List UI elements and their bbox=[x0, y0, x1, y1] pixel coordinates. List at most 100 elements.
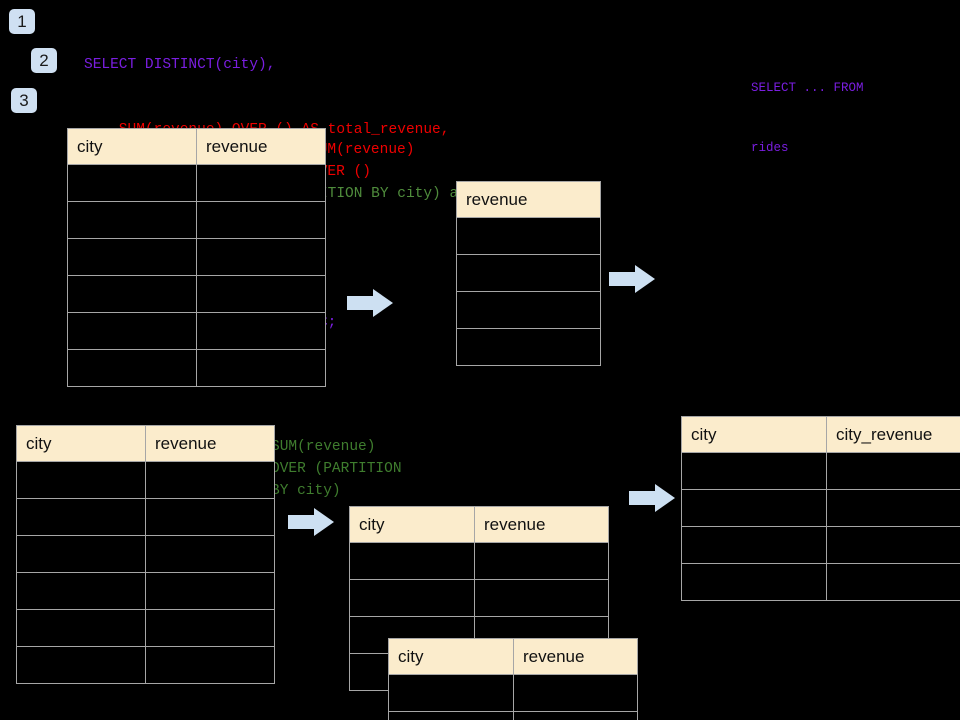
table-row bbox=[16, 646, 275, 684]
table-cell bbox=[196, 238, 326, 276]
table-total-revenue: revenue bbox=[456, 181, 601, 366]
arrow-head bbox=[635, 265, 655, 293]
table-cell bbox=[16, 572, 146, 610]
table-row bbox=[16, 572, 275, 610]
table-row bbox=[681, 452, 960, 490]
table-cell bbox=[196, 164, 326, 202]
table-cell bbox=[474, 579, 609, 617]
table-row bbox=[388, 674, 638, 712]
table-header-row: city city_revenue bbox=[681, 416, 960, 453]
table-header-row: city revenue bbox=[67, 128, 326, 165]
table-cell bbox=[16, 646, 146, 684]
table-row bbox=[67, 201, 326, 239]
table-row bbox=[388, 711, 638, 720]
table-cell bbox=[16, 498, 146, 536]
table-cell bbox=[145, 646, 275, 684]
column-header-city: city bbox=[67, 128, 197, 165]
column-header-revenue: revenue bbox=[196, 128, 326, 165]
table-cell bbox=[67, 312, 197, 350]
table-row bbox=[456, 291, 601, 329]
table-cell bbox=[196, 201, 326, 239]
arrow-right-icon bbox=[288, 508, 334, 536]
table-cell bbox=[145, 461, 275, 499]
table-cell bbox=[681, 452, 827, 490]
table-cell bbox=[196, 349, 326, 387]
table-cell bbox=[456, 254, 601, 292]
table-cell bbox=[388, 674, 514, 712]
table-cell bbox=[826, 526, 960, 564]
table-cell bbox=[474, 542, 609, 580]
table-cell bbox=[196, 312, 326, 350]
arrow-head bbox=[655, 484, 675, 512]
table-cell bbox=[67, 201, 197, 239]
table-cell bbox=[67, 238, 197, 276]
column-header-city: city bbox=[388, 638, 514, 675]
side-note-line-2: rides bbox=[751, 141, 789, 155]
column-header-city-revenue: city_revenue bbox=[826, 416, 960, 453]
side-note-line-1: SELECT ... FROM bbox=[751, 81, 864, 95]
table-row bbox=[16, 535, 275, 573]
table-source-top: city revenue bbox=[67, 128, 326, 387]
column-header-city: city bbox=[349, 506, 475, 543]
table-row bbox=[349, 542, 609, 580]
table-header-row: city revenue bbox=[388, 638, 638, 675]
table-header-row: revenue bbox=[456, 181, 601, 218]
column-header-revenue: revenue bbox=[145, 425, 275, 462]
table-source-bottom: city revenue bbox=[16, 425, 275, 684]
table-cell bbox=[681, 526, 827, 564]
table-partition-b: city revenue bbox=[388, 638, 638, 720]
arrow-shaft bbox=[629, 491, 657, 505]
column-header-revenue: revenue bbox=[456, 181, 601, 218]
table-row bbox=[67, 164, 326, 202]
table-row bbox=[16, 461, 275, 499]
table-cell bbox=[681, 489, 827, 527]
column-header-city: city bbox=[681, 416, 827, 453]
annotation-city-revenue: SUM(revenue) OVER (PARTITION BY city) bbox=[271, 439, 402, 499]
arrow-head bbox=[373, 289, 393, 317]
step-badge-3: 3 bbox=[11, 88, 37, 113]
table-row bbox=[67, 312, 326, 350]
table-header-row: city revenue bbox=[16, 425, 275, 462]
column-header-city: city bbox=[16, 425, 146, 462]
arrow-right-icon bbox=[629, 484, 675, 512]
table-row bbox=[16, 609, 275, 647]
table-row bbox=[67, 238, 326, 276]
table-row bbox=[349, 579, 609, 617]
side-note-block: SELECT ... FROM rides bbox=[751, 38, 864, 198]
table-row bbox=[456, 328, 601, 366]
table-row bbox=[16, 498, 275, 536]
table-cell bbox=[826, 452, 960, 490]
table-cell bbox=[16, 609, 146, 647]
sql-line-1: SELECT DISTINCT(city), bbox=[84, 57, 276, 73]
table-row bbox=[681, 489, 960, 527]
table-cell bbox=[145, 498, 275, 536]
table-cell bbox=[145, 572, 275, 610]
table-cell bbox=[349, 542, 475, 580]
table-row bbox=[681, 563, 960, 601]
step-badge-1: 1 bbox=[9, 9, 35, 34]
table-row bbox=[456, 254, 601, 292]
table-cell bbox=[196, 275, 326, 313]
table-result: city city_revenue bbox=[681, 416, 960, 601]
table-cell bbox=[16, 461, 146, 499]
table-cell bbox=[456, 217, 601, 255]
table-row bbox=[456, 217, 601, 255]
column-header-revenue: revenue bbox=[513, 638, 638, 675]
table-cell bbox=[16, 535, 146, 573]
table-cell bbox=[349, 579, 475, 617]
arrow-right-icon bbox=[347, 289, 393, 317]
table-row bbox=[67, 349, 326, 387]
step-badge-2: 2 bbox=[31, 48, 57, 73]
table-cell bbox=[67, 349, 197, 387]
arrow-right-icon bbox=[609, 265, 655, 293]
table-header-row: city revenue bbox=[349, 506, 609, 543]
table-cell bbox=[67, 164, 197, 202]
table-cell bbox=[826, 489, 960, 527]
table-cell bbox=[145, 609, 275, 647]
table-row bbox=[681, 526, 960, 564]
table-cell bbox=[145, 535, 275, 573]
arrow-shaft bbox=[288, 515, 316, 529]
column-header-revenue: revenue bbox=[474, 506, 609, 543]
table-row bbox=[67, 275, 326, 313]
table-cell bbox=[513, 674, 638, 712]
